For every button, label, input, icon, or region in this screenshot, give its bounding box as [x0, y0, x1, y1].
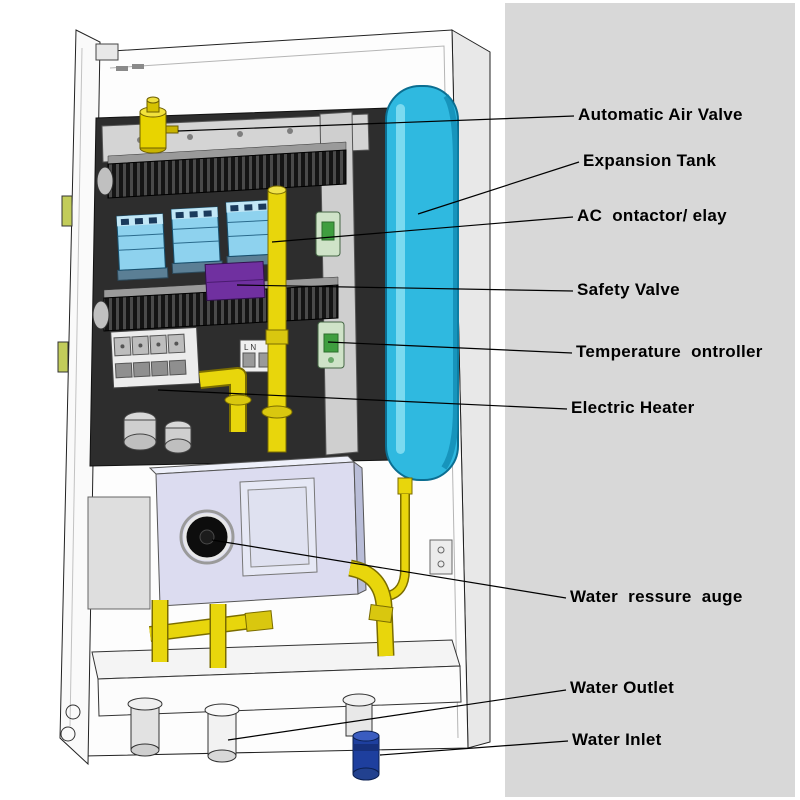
electric-heater-flanges — [123, 411, 192, 454]
control-box — [87, 455, 367, 610]
leader-safety-valve — [236, 284, 574, 292]
safety-valve-component — [204, 260, 266, 302]
water-inlet-fitting — [352, 730, 380, 781]
leader-water-outlet — [227, 689, 567, 741]
label-electric-heater: Electric Heater — [571, 398, 695, 417]
leader-electric-heater — [157, 389, 568, 410]
air-valve — [139, 96, 179, 154]
leader-expansion-tank — [417, 161, 580, 215]
label-panel-background — [505, 3, 795, 797]
label-ac-contactor-relay: AC ontactor/ elay — [577, 206, 727, 225]
label-temperature-controller: Temperature ontroller — [576, 342, 763, 361]
label-expansion-tank: Expansion Tank — [583, 151, 717, 170]
main-pipe — [261, 185, 293, 453]
door-hinge-top — [61, 195, 73, 227]
label-water-pressure-gauge: Water ressure auge — [570, 587, 743, 606]
door-hinge-bottom — [57, 341, 69, 373]
terminal-blocks — [110, 326, 201, 389]
label-water-outlet: Water Outlet — [570, 678, 675, 697]
terminal-ln-label: L N — [244, 343, 256, 352]
temperature-controller-clip-lower — [317, 321, 345, 369]
water-outlet-pipes — [127, 693, 376, 763]
temperature-controller-clip-upper — [315, 211, 341, 257]
leader-water-pressure-gauge — [211, 539, 567, 599]
lower-pipes — [148, 559, 395, 668]
water-outlet-stub — [207, 709, 237, 757]
label-automatic-air-valve: Automatic Air Valve — [578, 105, 743, 124]
expansion-tank-graphic — [385, 85, 459, 601]
pressure-gauge — [179, 509, 235, 565]
leader-water-inlet — [379, 740, 569, 756]
leader-lines — [157, 115, 580, 756]
label-safety-valve: Safety Valve — [577, 280, 680, 299]
label-water-inlet: Water Inlet — [572, 730, 662, 749]
leader-temperature-controller — [327, 341, 573, 354]
heater-elbow-pipe — [199, 367, 252, 432]
heat-rail-top — [96, 141, 347, 199]
leader-ac-contactor-relay — [271, 216, 574, 243]
leader-automatic-air-valve — [177, 115, 575, 132]
wall-bracket — [429, 539, 453, 575]
